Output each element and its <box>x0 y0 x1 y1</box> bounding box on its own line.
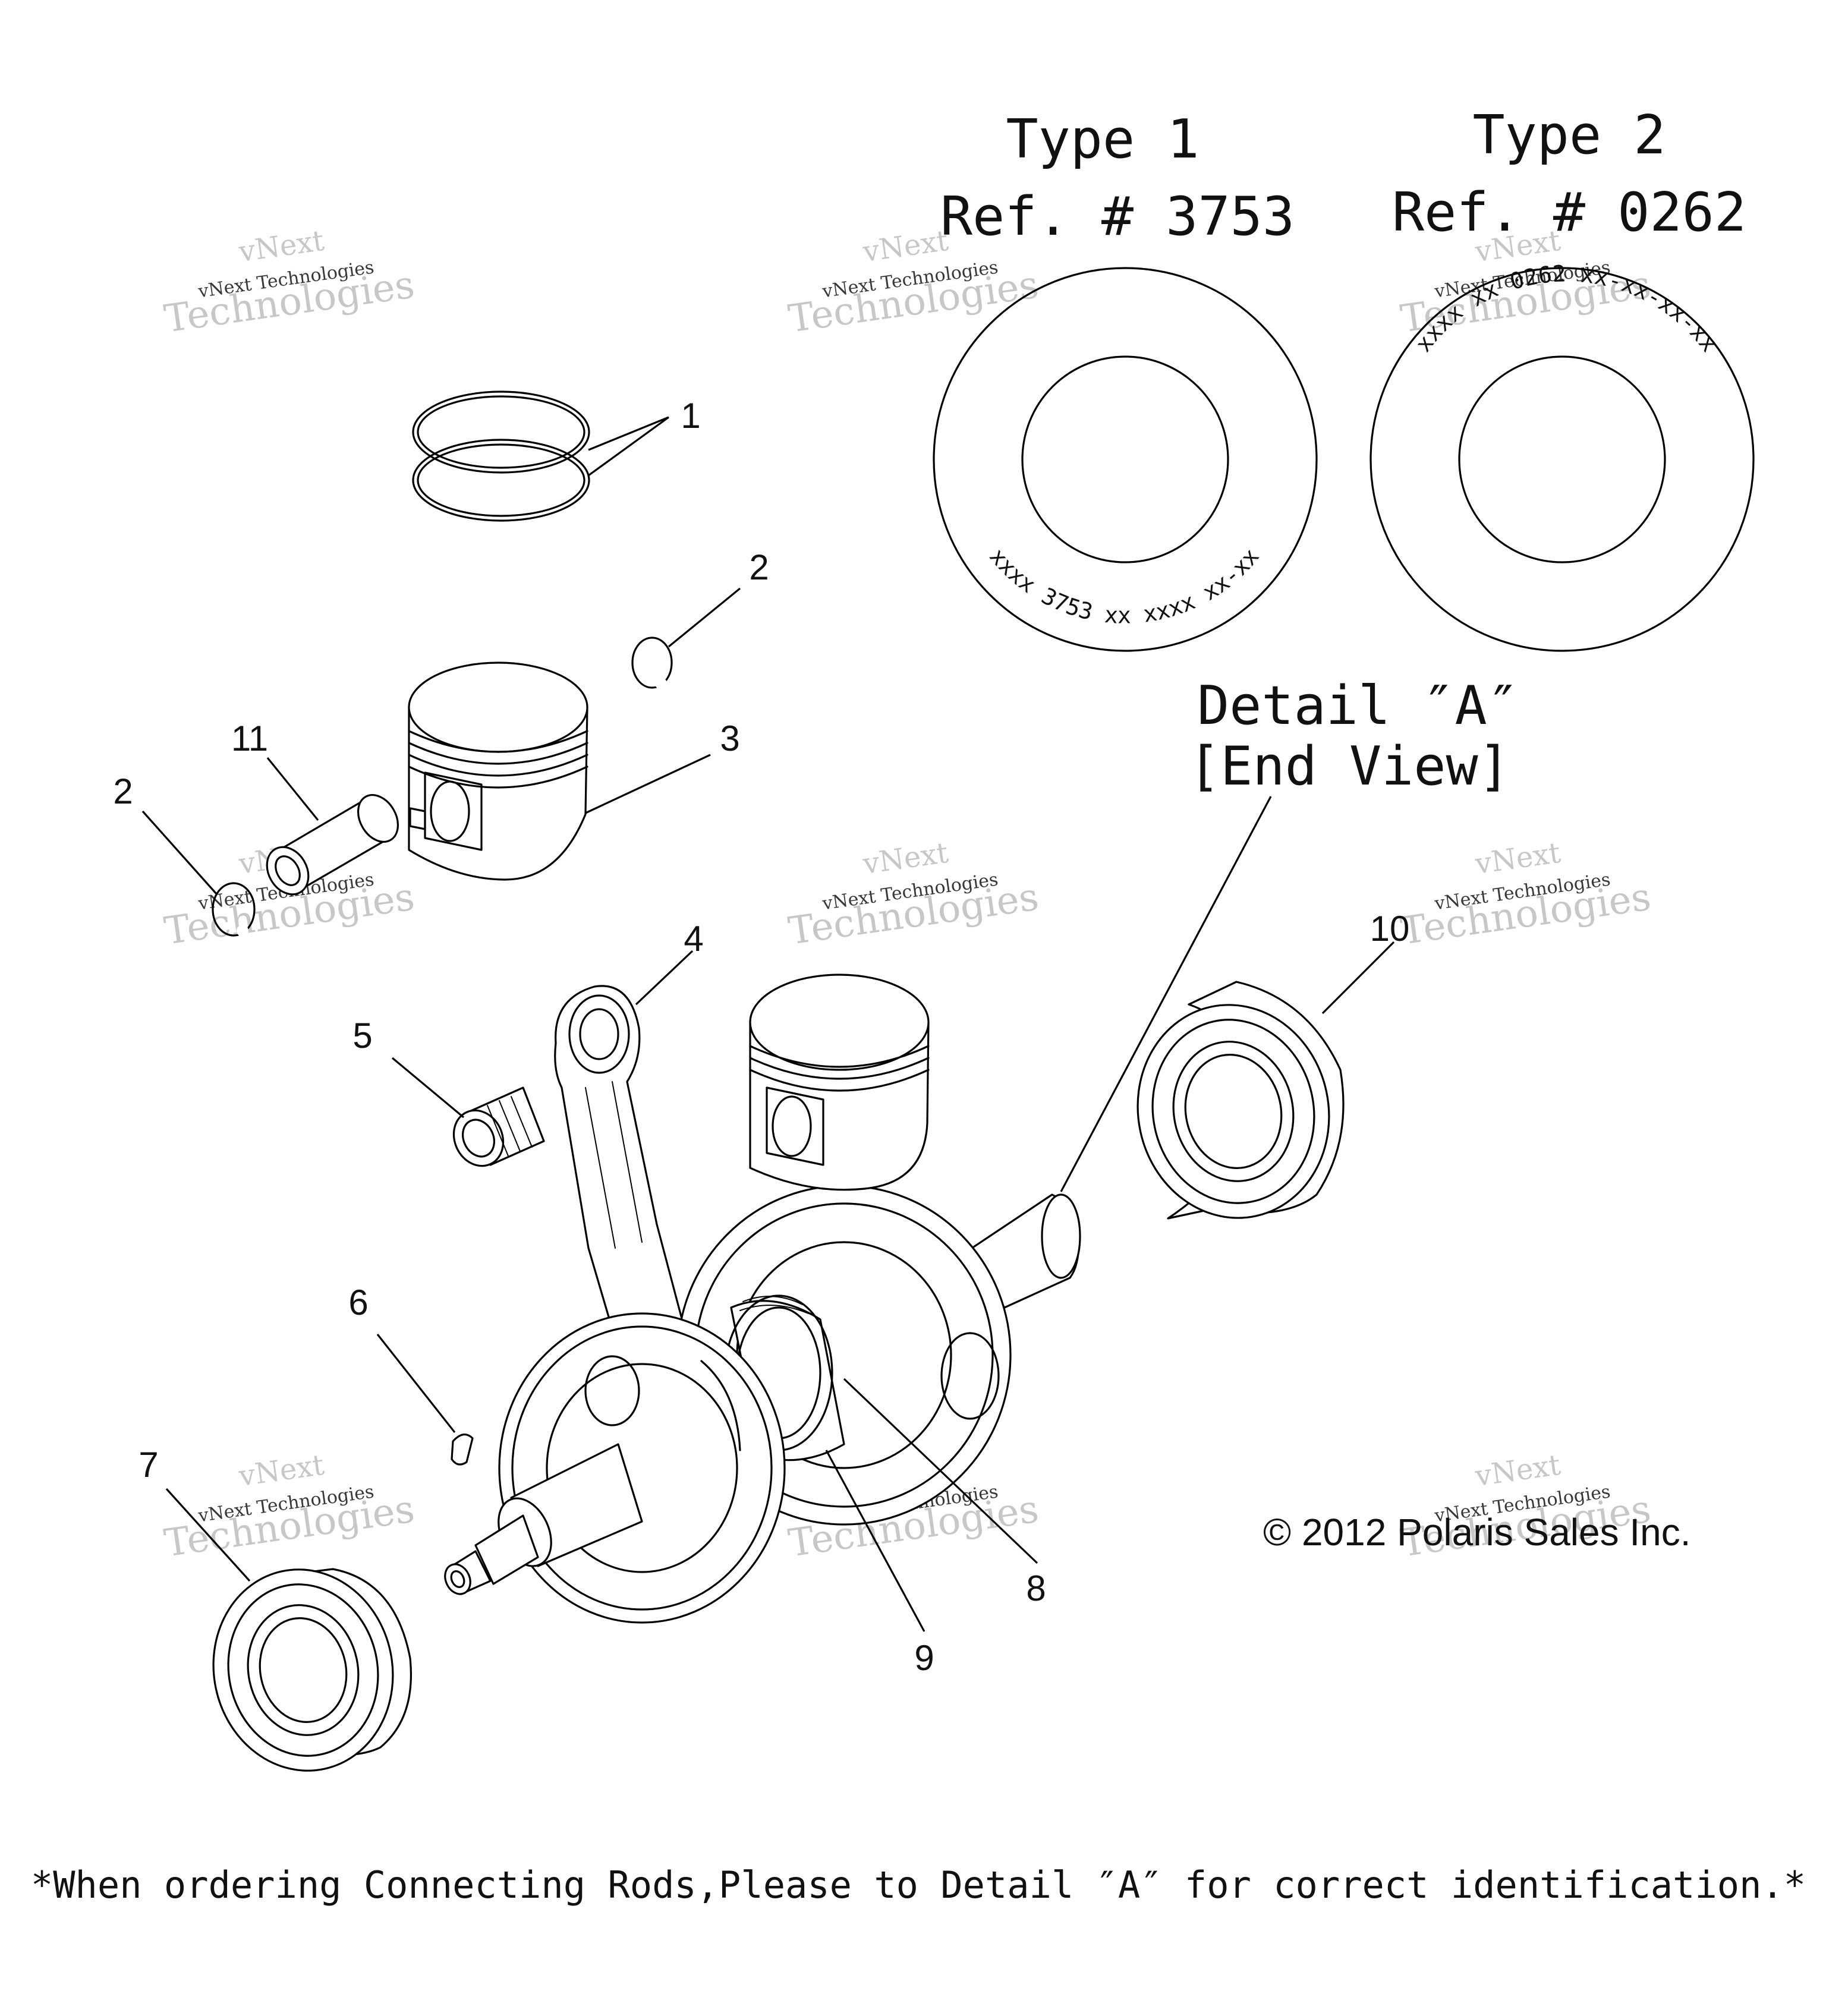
watermark: vNext vNext Technologies Technologies <box>162 224 417 342</box>
footer-note: *When ordering Connecting Rods,Please to… <box>31 1863 1806 1907</box>
type-2-title: Type 2 <box>1472 104 1666 166</box>
callout-8: 8 <box>1026 1568 1046 1608</box>
watermark: vNext vNext Technologies Technologies <box>786 224 1041 342</box>
main-bearing-left <box>212 1568 413 1772</box>
woodruff-key <box>451 1434 474 1466</box>
watermark: vNext vNext Technologies Technologies <box>786 836 1041 954</box>
piston <box>408 662 588 881</box>
main-bearing-right <box>1136 981 1345 1220</box>
type-2-ref: Ref. # 0262 <box>1392 181 1746 244</box>
callout-1: 1 <box>681 396 700 436</box>
callout-3: 3 <box>720 719 739 758</box>
type-1-ref: Ref. # 3753 <box>940 185 1295 248</box>
callout-11: 11 <box>231 719 268 758</box>
copyright: © 2012 Polaris Sales Inc. <box>1263 1511 1691 1554</box>
needle-bearing <box>452 1086 545 1167</box>
type-1-marking: xxxx 3753 xx xxxx xx-xx <box>984 543 1264 629</box>
watermark: vNext vNext Technologies Technologies <box>162 1448 417 1566</box>
piston-rings <box>412 390 590 522</box>
callout-6: 6 <box>348 1283 368 1322</box>
piston-pin <box>266 794 399 896</box>
crankshaft <box>444 974 1081 1624</box>
callout-10: 10 <box>1370 909 1410 949</box>
svg-text:vNext: vNext <box>1472 836 1562 881</box>
callout-2-upper: 2 <box>749 547 769 587</box>
svg-text:vNext: vNext <box>236 224 326 269</box>
detail-a-subtitle: [End View] <box>1188 735 1510 798</box>
svg-text:vNext: vNext <box>860 836 950 881</box>
callout-5: 5 <box>352 1016 372 1056</box>
callout-2-lower: 2 <box>113 771 133 811</box>
svg-text:vNext: vNext <box>1472 1448 1562 1494</box>
svg-text:vNext: vNext <box>236 1448 326 1494</box>
svg-text:vNext: vNext <box>860 224 950 269</box>
circlip-lower <box>212 882 256 937</box>
type-1-rod-end-view: xxxx 3753 xx xxxx xx-xx <box>933 267 1318 652</box>
connecting-rod <box>554 985 685 1350</box>
type-1-title: Type 1 <box>1006 108 1199 171</box>
detail-a-title: Detail ″A″ <box>1197 675 1519 737</box>
watermark: vNext vNext Technologies Technologies <box>1398 836 1654 954</box>
callout-7: 7 <box>138 1445 158 1485</box>
callout-4: 4 <box>684 919 703 959</box>
circlip-upper <box>631 637 673 689</box>
callout-9: 9 <box>914 1638 934 1678</box>
